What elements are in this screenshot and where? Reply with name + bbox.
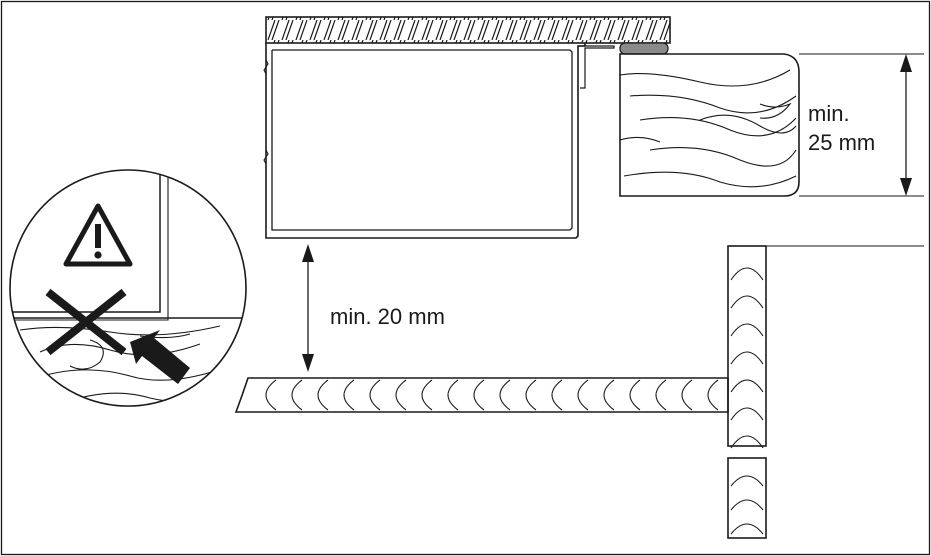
cross-icon	[45, 288, 127, 356]
arrow-icon	[130, 330, 190, 384]
dimension-25mm: min. 25 mm	[799, 53, 924, 197]
wood-worktop-block	[619, 53, 800, 197]
wood-shelf-board	[234, 377, 729, 413]
dimension-20mm: min. 20 mm	[302, 244, 445, 372]
dimension-label-25mm-line2: 25 mm	[808, 130, 875, 155]
appliance-body	[263, 43, 615, 239]
seal-strip	[619, 42, 669, 55]
worktop	[265, 16, 671, 44]
warning-detail-inset	[9, 169, 247, 407]
warning-triangle-icon	[63, 203, 133, 267]
dimension-label-20mm: min. 20 mm	[330, 304, 445, 329]
wood-side-panel	[727, 245, 924, 539]
dimension-label-25mm-line1: min.	[808, 101, 850, 126]
